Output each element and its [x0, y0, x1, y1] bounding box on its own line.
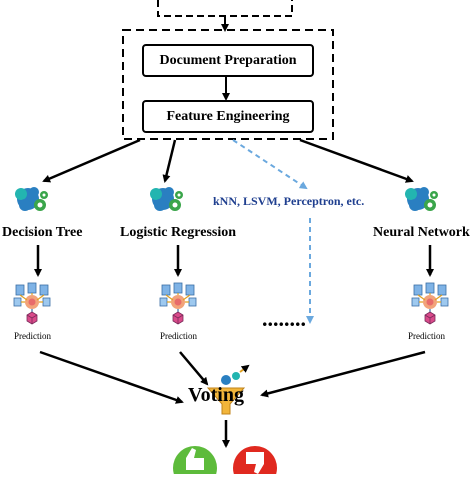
logistic-regression-predictor-icon [159, 282, 197, 325]
pipeline-container [122, 29, 334, 140]
thumbs-down-icon [233, 446, 277, 479]
arrow-to-neural-network [299, 138, 414, 183]
feature-engineering-label: Feature Engineering [166, 108, 290, 124]
arrow-nn-to-voting [260, 350, 426, 398]
top-box [157, 0, 293, 17]
thumbs-up-icon [173, 446, 217, 479]
document-preparation-label: Document Preparation [159, 52, 297, 68]
neural-network-prediction-label: Prediction [408, 331, 445, 341]
feature-engineering-box: Feature Engineering [142, 100, 314, 133]
decision-tree-brain-icon [15, 187, 48, 211]
neural-network-label: Neural Network [373, 225, 470, 240]
other-models-ellipsis: ........ [262, 306, 306, 331]
decision-tree-predictor-icon [13, 282, 51, 325]
arrow-lr-to-voting [179, 351, 209, 386]
logistic-regression-brain-icon [150, 187, 183, 211]
voting-funnel-icon [206, 364, 250, 415]
other-models-label: kNN, LSVM, Perceptron, etc. [213, 194, 365, 208]
neural-network-brain-icon [405, 187, 438, 211]
arrow-to-logistic-regression [162, 139, 177, 183]
logistic-regression-prediction-label: Prediction [160, 331, 197, 341]
neural-network-predictor-icon [411, 282, 449, 325]
decision-tree-prediction-label: Prediction [14, 331, 51, 341]
document-preparation-box: Document Preparation [142, 44, 314, 77]
arrow-to-other-models [232, 139, 308, 190]
decision-tree-label: Decision Tree [2, 225, 83, 240]
arrow-dt-to-voting [39, 350, 184, 404]
logistic-regression-label: Logistic Regression [120, 225, 237, 240]
voting-label: Voting [188, 384, 244, 406]
arrow-to-decision-tree [42, 138, 141, 183]
